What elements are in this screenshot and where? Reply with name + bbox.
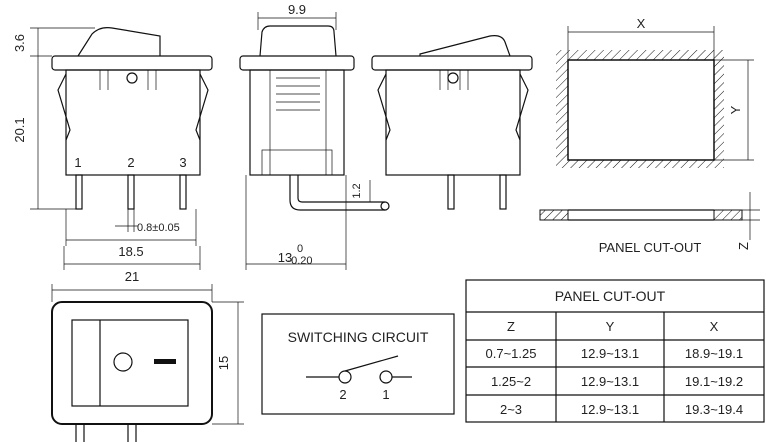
dim-top-height: 3.6 [12, 34, 27, 52]
table-cell: 2~3 [500, 402, 522, 417]
bent-pin-inner [297, 175, 385, 203]
rocker-top [77, 27, 161, 57]
table-cell: 12.9~13.1 [581, 402, 639, 417]
table-cell: 19.3~19.4 [685, 402, 743, 417]
circuit-frame [261, 313, 455, 415]
panel-z-label: Z [736, 242, 751, 250]
side-view [239, 12, 390, 270]
dim-pin-spacing: 18.5 [118, 244, 143, 259]
right-snap-tab [195, 73, 209, 141]
panel-x-label: X [637, 16, 646, 31]
side-rocker [259, 25, 337, 57]
table-cell: 18.9~19.1 [685, 346, 743, 361]
dim-pin-width: 0.8±0.05 [137, 222, 180, 234]
pin-label-3: 3 [179, 155, 186, 170]
dim-side-width: 9.9 [288, 2, 306, 17]
cutout-opening [567, 59, 715, 161]
panel-cutout-caption: PANEL CUT-OUT [599, 240, 702, 255]
off-symbol [113, 352, 133, 372]
dim-body-height: 20.1 [12, 117, 27, 142]
table-header-y: Y [606, 319, 615, 334]
circuit-switch-blade [344, 355, 399, 372]
dim-side-tol-upper: 0 [297, 243, 303, 255]
circuit-contact-2 [338, 370, 352, 384]
bent-pin-outer [289, 175, 385, 211]
pin-label-2: 2 [127, 155, 134, 170]
pin-3 [179, 174, 187, 210]
left-snap-tab [57, 73, 71, 141]
back-flange [371, 55, 533, 71]
front-view [30, 27, 213, 270]
table-header-z: Z [507, 319, 515, 334]
front-face-view [51, 284, 244, 442]
dim-front-height: 15 [216, 356, 231, 370]
pin-label-1: 1 [74, 155, 81, 170]
back-body [385, 69, 521, 176]
front-bezel [51, 301, 213, 425]
on-symbol [154, 359, 176, 364]
bezel-flange [51, 55, 213, 71]
panel-y-label: Y [728, 105, 743, 114]
table-cell: 12.9~13.1 [581, 346, 639, 361]
table-cell: 0.7~1.25 [486, 346, 537, 361]
back-rocker [419, 35, 511, 57]
back-view [371, 35, 533, 210]
table-cell: 1.25~2 [491, 374, 531, 389]
panel-cutout-view [539, 26, 760, 240]
cutout-table [465, 279, 765, 423]
dim-side-tol-lower: -0.20 [287, 255, 312, 267]
table-header-x: X [710, 319, 719, 334]
pin-1 [75, 174, 83, 210]
pivot-hole [126, 72, 138, 84]
front-rocker-face [71, 319, 189, 407]
pin-2 [127, 174, 135, 210]
table-title: PANEL CUT-OUT [555, 288, 666, 304]
switching-circuit [261, 313, 455, 415]
table-cell: 12.9~13.1 [581, 374, 639, 389]
dim-overall-width: 21 [125, 269, 139, 284]
dim-bend: 1.2 [351, 183, 363, 198]
circuit-title: SWITCHING CIRCUIT [288, 329, 429, 345]
side-flange [239, 55, 355, 71]
dim-side-depth: 13 [278, 250, 292, 265]
table-cell: 19.1~19.2 [685, 374, 743, 389]
circuit-contact-1 [379, 370, 393, 384]
circuit-pin-2: 2 [339, 387, 346, 402]
circuit-pin-1: 1 [382, 387, 389, 402]
